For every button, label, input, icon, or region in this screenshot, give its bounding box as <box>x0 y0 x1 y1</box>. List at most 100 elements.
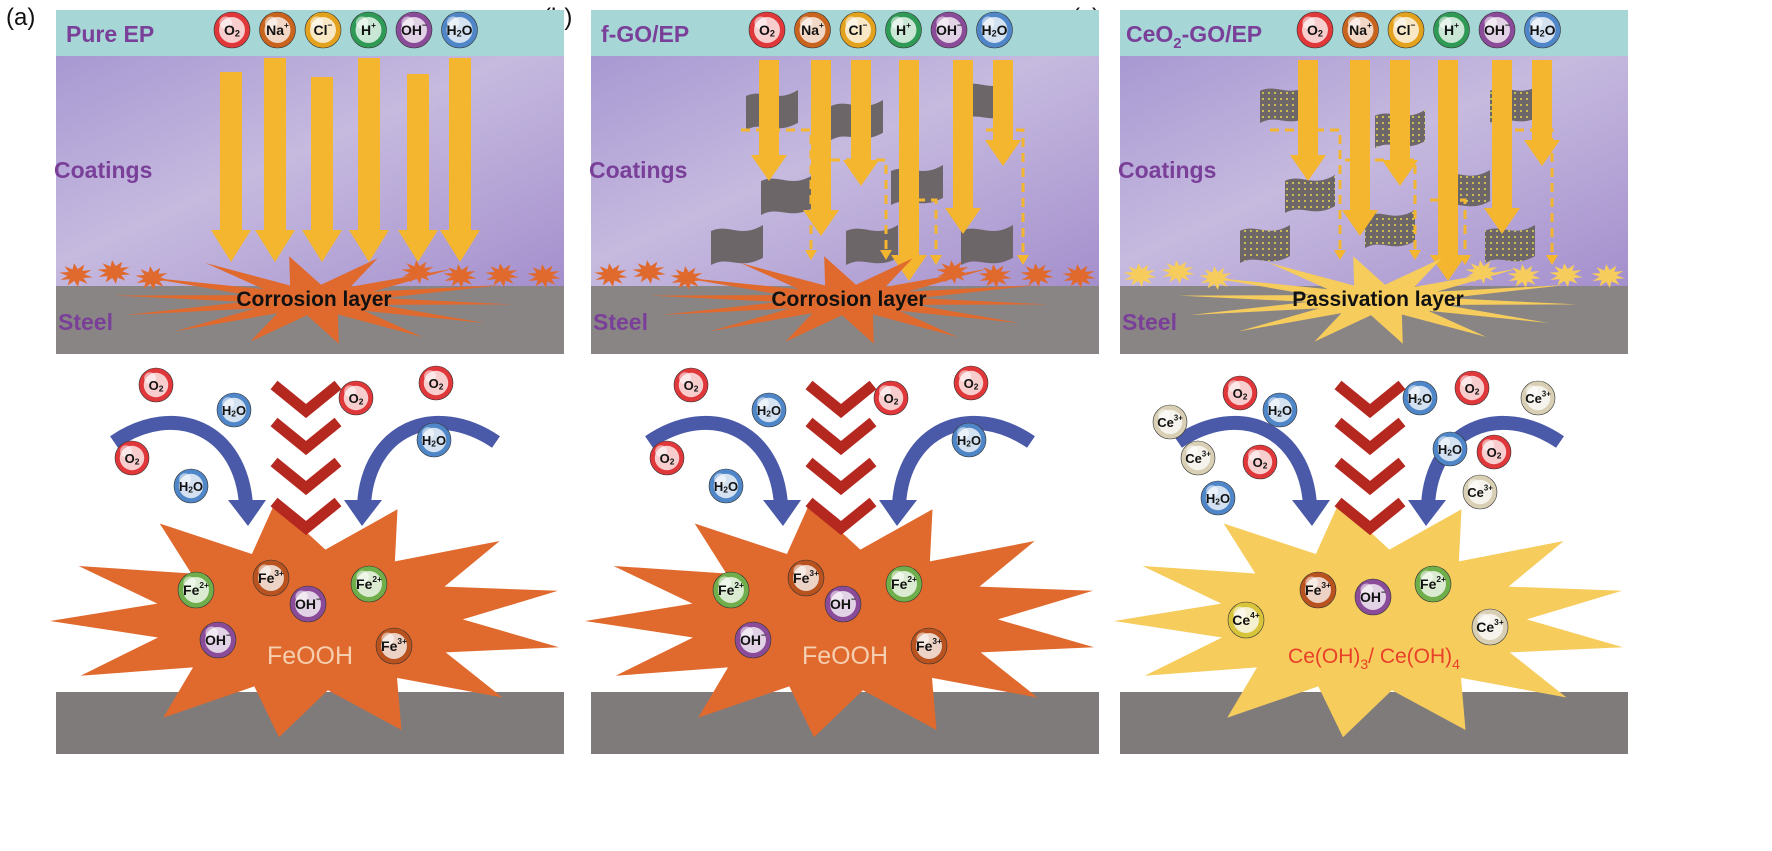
ball-label-bg <box>713 473 739 499</box>
tortuous-diffusion-path <box>901 198 938 255</box>
species-ball-H2O: H2O <box>976 11 1013 49</box>
species-base: H <box>1444 22 1454 38</box>
species-subscript: 2 <box>1263 460 1268 470</box>
ball-label-bg <box>343 385 369 411</box>
species-base: O <box>660 451 670 466</box>
species-subscript: 2 <box>188 484 193 494</box>
species-ball-H2O: H2O <box>1200 480 1236 516</box>
species-ball-Ce3: Ce3+ <box>1471 608 1509 646</box>
interface-spot <box>1062 264 1096 288</box>
species-subscript: 2 <box>1540 29 1545 39</box>
species-ball-O2: O2 <box>338 380 374 416</box>
species-base: H <box>1268 403 1277 418</box>
species-ball-Fe2: Fe2+ <box>177 571 215 609</box>
species-base: H <box>1438 442 1447 457</box>
species-base: O <box>759 22 770 38</box>
species-base: O <box>149 378 159 393</box>
ball-label-bg <box>295 591 321 617</box>
species-label: H2O <box>981 22 1007 39</box>
diffusion-arrow-head <box>843 160 879 186</box>
species-charge: + <box>284 20 289 30</box>
diffusion-arrow-shaft <box>993 60 1013 140</box>
ball-label-bg <box>830 591 856 617</box>
species-label: Fe3+ <box>916 636 942 654</box>
tortuous-diffusion-path <box>1430 198 1467 255</box>
species-base: H <box>422 433 431 448</box>
interface-spot <box>1020 263 1054 287</box>
species-base: Ce <box>1476 619 1494 635</box>
interface-layer-burst <box>1179 256 1577 344</box>
species-base-tail: H <box>306 596 316 612</box>
species-charge: 3+ <box>1321 580 1331 590</box>
species-base-tail: H <box>947 22 957 38</box>
species-base-tail: O <box>462 22 473 38</box>
species-base: Fe <box>356 576 373 592</box>
species-ball-O2: O2 <box>953 365 989 401</box>
interface-layer-label: Corrosion layer <box>771 288 926 311</box>
species-label: Fe2+ <box>718 580 744 598</box>
species-base: O <box>401 22 412 38</box>
species-label: Cl− <box>849 20 868 38</box>
species-ball-Cl: Cl− <box>1387 11 1425 49</box>
species-base: Fe <box>718 582 735 598</box>
species-ball-Fe2: Fe2+ <box>885 565 923 603</box>
species-base-tail: H <box>1371 589 1381 605</box>
species-ball-O2: O2 <box>748 11 786 49</box>
tortuous-path-head <box>930 255 942 265</box>
species-ball-Na: Na+ <box>794 11 831 49</box>
species-charge: − <box>761 630 766 640</box>
species-label: H2O <box>714 479 738 495</box>
species-subscript: 2 <box>992 29 997 39</box>
species-base: O <box>224 22 235 38</box>
graphene-flake-ceo2-dots <box>1285 175 1335 213</box>
species-charge: 3+ <box>809 568 819 578</box>
diffusion-arrow-head <box>945 208 981 234</box>
diffusion-arrow-head <box>985 140 1021 166</box>
interface-spot <box>485 263 519 287</box>
graphene-flake-ceo2-dots <box>1485 225 1535 263</box>
species-base-tail: l <box>859 22 863 38</box>
species-base: C <box>1397 22 1407 38</box>
ball-label-bg <box>1185 445 1211 471</box>
diffusion-arrow-shaft <box>1492 60 1512 208</box>
diffusion-arrow-shaft <box>899 60 919 255</box>
species-ball-OH: OH− <box>289 585 327 623</box>
species-subscript: 2 <box>694 383 699 393</box>
diffusion-arrow-shaft <box>1298 60 1318 155</box>
species-label: Ce3+ <box>1476 617 1504 635</box>
species-base: O <box>125 451 135 466</box>
ball-label-bg <box>1302 17 1328 43</box>
species-base: O <box>349 391 359 406</box>
species-ball-Fe3: Fe3+ <box>787 559 825 597</box>
species-ball-Fe3: Fe3+ <box>1299 571 1337 609</box>
species-base: Fe <box>381 638 398 654</box>
species-ball-H2O: H2O <box>1262 392 1298 428</box>
coating-layer <box>56 56 564 286</box>
species-subscript: 2 <box>894 396 899 406</box>
species-charge: 3+ <box>932 636 942 646</box>
species-base-tail: O <box>1282 403 1292 418</box>
species-subscript: 2 <box>1277 408 1282 418</box>
down-chevron <box>1334 457 1406 496</box>
species-charge: 3+ <box>1542 389 1551 398</box>
diffusion-arrow-head <box>1430 255 1466 281</box>
tortuous-path-head <box>880 250 892 260</box>
species-base: O <box>1465 381 1475 396</box>
species-label: O2 <box>125 451 140 467</box>
species-base-tail: H <box>1495 22 1505 38</box>
species-subscript: 2 <box>1447 447 1452 457</box>
species-subscript: 2 <box>1318 29 1323 39</box>
curved-arrow-left <box>1174 416 1317 506</box>
ball-label-bg <box>956 427 982 453</box>
product-label-part: / Ce(OH) <box>1368 645 1452 668</box>
ball-label-bg <box>916 633 942 659</box>
ball-label-bg <box>219 17 245 43</box>
species-ball-O2: O2 <box>1454 370 1490 406</box>
species-label: Fe2+ <box>356 574 382 592</box>
species-base-tail: O <box>1545 22 1556 38</box>
species-label: O2 <box>429 376 444 392</box>
species-ball-O2: O2 <box>1296 11 1334 49</box>
steel-label: Steel <box>1122 309 1177 335</box>
graphene-flake-ceo2-dots <box>1260 85 1310 123</box>
